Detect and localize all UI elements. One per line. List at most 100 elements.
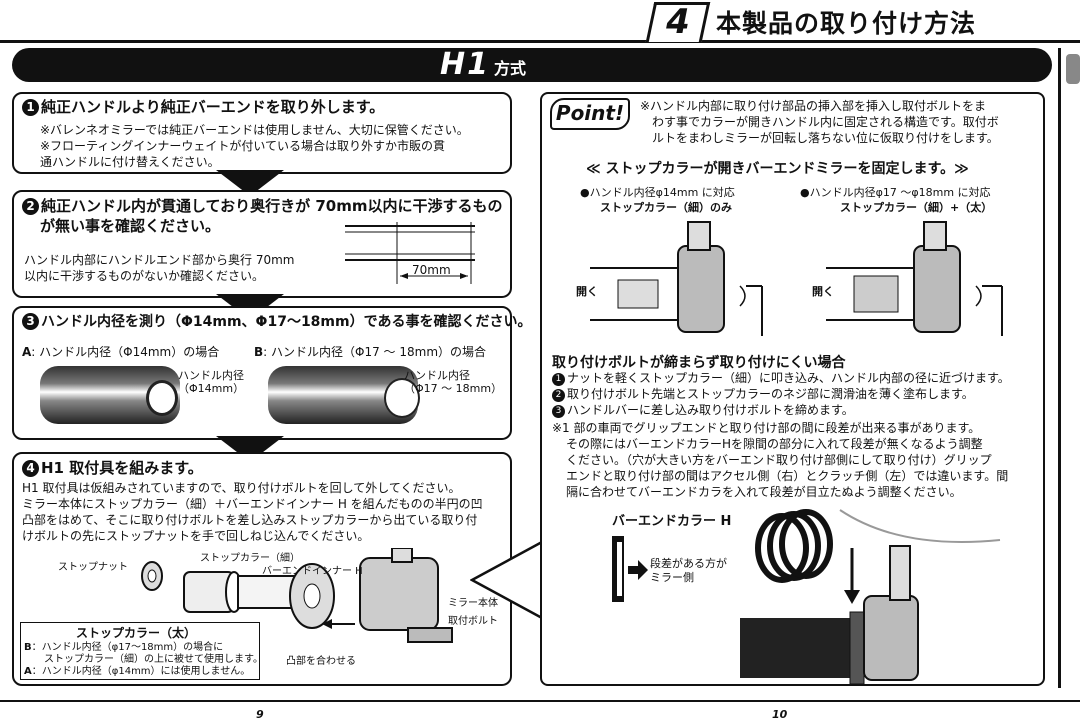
step4-body-4: けボルトの先にストップナットを手で回しねじ込んでください。 bbox=[22, 529, 370, 543]
step4-assembly-diagram bbox=[141, 548, 453, 643]
step2-body-2: 以内に干渉するものがないか確認ください。 bbox=[24, 269, 265, 283]
point-right-case-1: ●ハンドル内径φ17 〜φ18mm に対応 bbox=[800, 186, 991, 199]
edge-tab bbox=[1066, 54, 1080, 84]
step4-body-2: ミラー本体にストップカラー（細）＋バーエンドインナー H を組んだものの半円の凹 bbox=[22, 497, 483, 511]
page-number-left: 9 bbox=[256, 708, 264, 721]
collar-note-1: 段差がある方が bbox=[650, 557, 727, 570]
section-title-main: H1 bbox=[440, 47, 490, 82]
note1-2: その際にはバーエンドカラーHを隙間の部分に入れて段差が無くなるよう調整 bbox=[566, 437, 983, 451]
callout-pointer bbox=[470, 540, 544, 620]
stop-collar-thick-a-text: ：ハンドル内径（φ14mm）には使用しません。 bbox=[31, 666, 251, 677]
point-intro-2: わす事でカラーが開きハンドル内に固定される構造です。取付ボ bbox=[652, 115, 999, 129]
collar-diagram-left bbox=[590, 221, 763, 336]
point-panel bbox=[540, 92, 1045, 686]
step3-case-a: A: ハンドル内径（Φ14mm）の場合 bbox=[22, 344, 219, 361]
section-title-suffix: 方式 bbox=[493, 59, 526, 78]
stop-collar-thick-b2: ストップカラー（細）の上に被せて使用します。 bbox=[44, 654, 263, 665]
note1-3: ください。（穴が大きい方をバーエンド取り付け部側にして取り付け）グリップ bbox=[566, 453, 992, 467]
step1-title-text: 純正ハンドルより純正バーエンドを取り外します。 bbox=[41, 98, 385, 116]
hard-step-1-text: ナットを軽くストップカラー（細）に叩き込み、ハンドル内部の径に近づけます。 bbox=[567, 371, 1010, 385]
arrow-right-icon bbox=[628, 560, 648, 580]
hard-title: 取り付けボルトが締まらず取り付けにくい場合 bbox=[552, 355, 846, 371]
note1-5: 隔に合わせてバーエンドカラを入れて段差が目立たぬよう調整ください。 bbox=[566, 485, 962, 499]
note1-1: ※1 部の車両でグリップエンドと取り付け部の間に段差が出来る事があります。 bbox=[552, 421, 981, 435]
step2-body-1: ハンドル内部にハンドルエンド部から奥行 70mm bbox=[24, 253, 295, 267]
step1-note-3: 通ハンドルに付け替えください。 bbox=[40, 155, 220, 169]
step1-number: 1 bbox=[22, 99, 39, 116]
step3-case-a-letter: A bbox=[22, 345, 32, 359]
point-left-case-2: ストップカラー（細）のみ bbox=[600, 201, 732, 214]
step3-label-a-2: （Φ14mm） bbox=[178, 382, 245, 395]
label-bar-end-inner: バーエンドインナー H bbox=[262, 566, 363, 577]
point-subtitle: ≪ ストップカラーが開きバーエンドミラーを固定します。≫ bbox=[586, 161, 969, 177]
step3-case-a-text: : ハンドル内径（Φ14mm）の場合 bbox=[31, 345, 220, 359]
step2-number: 2 bbox=[22, 198, 39, 215]
header-rule bbox=[0, 40, 1080, 43]
hard-step-2-text: 取り付けボルト先端とストップカラーのネジ部に潤滑油を薄く塗布します。 bbox=[567, 387, 974, 401]
step3-label-b-2: （Φ17 〜 18mm） bbox=[404, 382, 503, 395]
hard-step-2-num: 2 bbox=[552, 389, 565, 402]
stop-collar-thick-a-letter: A bbox=[24, 666, 32, 677]
hard-step-1-num: 1 bbox=[552, 373, 565, 386]
step3-label-a-1: ハンドル内径 bbox=[178, 369, 244, 382]
collar-diagram-right bbox=[826, 221, 1003, 336]
collar-title: バーエンドカラー H bbox=[612, 514, 732, 529]
stop-collar-thick-b-text: ：ハンドル内径（φ17〜18mm）の場合に bbox=[31, 642, 224, 653]
point-intro-1: ※ハンドル内部に取り付け部品の挿入部を挿入し取付ボルトをま bbox=[640, 99, 987, 113]
open-label-left: 開く bbox=[576, 285, 598, 298]
step2-title-line1: 純正ハンドル内が貫通しており奥行きが 70mm以内に干渉するもの bbox=[41, 197, 503, 215]
chapter-title: 本製品の取り付け方法 bbox=[716, 9, 977, 38]
collar-note-2: ミラー側 bbox=[650, 571, 694, 584]
collar-rings-illustration bbox=[740, 509, 1001, 685]
step3-title-text: ハンドル内径を測り（Φ14mm、Φ17〜18mm）である事を確認ください。 bbox=[41, 314, 532, 330]
stop-collar-thick-box bbox=[20, 622, 260, 680]
note1-4: エンドと取り付け部の間はアクセル側（右）とクラッチ側（左）では違います。間 bbox=[566, 469, 1009, 483]
chapter-number: 4 bbox=[666, 2, 690, 42]
page-number-right: 10 bbox=[772, 708, 788, 721]
section-banner bbox=[12, 48, 1052, 82]
footer-rule bbox=[0, 700, 1080, 702]
handle-depth-diagram bbox=[345, 222, 475, 284]
open-label-right: 開く bbox=[812, 285, 834, 298]
step1-note-2: ※フローティングインナーウェイトが付いている場合は取り外すか市販の貫 bbox=[40, 139, 445, 153]
label-align-convex: 凸部を合わせる bbox=[286, 656, 356, 667]
step3-case-b-text: : ハンドル内径（Φ17 〜 18mm）の場合 bbox=[263, 345, 487, 359]
step3-label-b-1: ハンドル内径 bbox=[404, 369, 470, 382]
hard-step-3-text: ハンドルバーに差し込み取り付けボルトを締めます。 bbox=[567, 403, 854, 417]
point-left-case-1: ●ハンドル内径φ14mm に対応 bbox=[580, 186, 735, 199]
stop-collar-thick-b: B：ハンドル内径（φ17〜18mm）の場合に bbox=[24, 642, 223, 654]
grip-end-a bbox=[146, 380, 178, 416]
step2-title-line2: が無い事を確認ください。 bbox=[40, 217, 221, 235]
stop-collar-thick-b-letter: B bbox=[24, 642, 32, 653]
label-mirror-body: ミラー本体 bbox=[448, 598, 498, 609]
step4-body-1: H1 取付具は仮組みされていますので、取り付けボルトを回して外してください。 bbox=[22, 481, 461, 495]
grip-end-b bbox=[384, 378, 420, 418]
point-intro-3: ルトをまわしミラーが回転し落ちない位に仮取り付けをします。 bbox=[652, 131, 999, 145]
step4-number: 4 bbox=[22, 460, 39, 477]
step1-box bbox=[12, 92, 512, 174]
collar-cross-section-hole bbox=[617, 542, 622, 596]
right-edge-rule bbox=[1058, 48, 1061, 688]
step3-case-b-letter: B bbox=[254, 345, 264, 359]
hard-step-3-num: 3 bbox=[552, 405, 565, 418]
step3-number: 3 bbox=[22, 313, 39, 330]
step4-title-text: H1 取付具を組みます。 bbox=[41, 459, 203, 477]
step3-case-b: B: ハンドル内径（Φ17 〜 18mm）の場合 bbox=[254, 344, 486, 361]
stop-collar-thick-a: A：ハンドル内径（φ14mm）には使用しません。 bbox=[24, 666, 250, 678]
step2-dimension: 70mm bbox=[412, 263, 451, 277]
label-stop-collar-thin: ストップカラー（細） bbox=[200, 553, 300, 564]
label-mount-bolt: 取付ボルト bbox=[448, 616, 498, 627]
point-right-case-2: ストップカラー（細）+（太） bbox=[840, 201, 993, 214]
point-logo: Point! bbox=[550, 98, 630, 130]
label-stop-nut: ストップナット bbox=[58, 562, 128, 573]
stop-collar-thick-title: ストップカラー（太） bbox=[76, 626, 197, 640]
step4-body-3: 凸部をはめて、そこに取り付けボルトを差し込みストップカラーから出ている取り付 bbox=[22, 513, 478, 527]
